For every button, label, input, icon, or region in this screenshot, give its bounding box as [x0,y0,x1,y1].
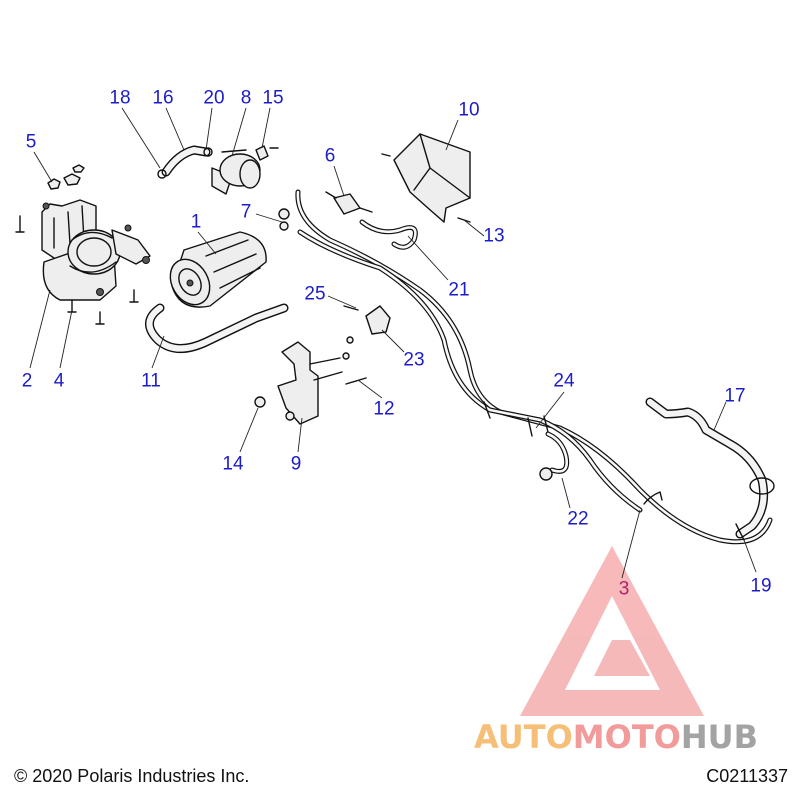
part-21-hose [359,219,418,250]
part-6-valve [325,153,391,215]
callout-19: 19 [750,575,772,597]
callout-8: 8 [240,87,252,109]
callout-15: 15 [262,87,284,109]
leader-lines [29,107,757,579]
watermark-auto: AUTO [474,718,573,756]
part-11-hose [145,303,289,353]
callout-13: 13 [483,225,505,247]
callout-20: 20 [203,87,225,109]
part-24-lines [295,189,773,545]
callout-25: 25 [304,283,326,305]
callout-1: 1 [190,211,202,233]
part-4-screws [15,215,139,325]
callout-22: 22 [567,508,589,530]
callout-2: 2 [21,370,33,392]
callout-16: 16 [152,87,174,109]
callout-3: 3 [618,578,630,600]
callout-18: 18 [109,87,131,109]
watermark-hub: HUB [680,718,759,756]
callout-7: 7 [240,201,252,223]
callout-14: 14 [222,453,244,475]
part-10-shield [393,133,471,223]
part-2-bracket [41,199,151,301]
callout-12: 12 [373,398,395,420]
callout-11: 11 [141,370,161,392]
callout-6: 6 [324,145,336,167]
part-8-filter [211,149,261,195]
watermark-moto: MOTO [572,718,681,756]
part-7-nuts [278,208,290,231]
callout-17: 17 [724,385,746,407]
part-1-canister [169,231,267,308]
watermark-logo [520,546,704,716]
part-5-clips [47,164,85,190]
watermark-text: AUTOMOTOHUB [474,718,758,756]
copyright-text: © 2020 Polaris Industries Inc. [14,766,250,786]
callout-23: 23 [403,349,425,371]
callout-4: 4 [53,370,65,392]
callout-5: 5 [25,131,37,153]
callout-21: 21 [448,279,470,301]
part-22-hose [539,431,570,481]
part-17-hose [645,397,775,541]
diagram-code: C0211337 [706,766,788,786]
part-9-bracket [277,336,367,425]
part-3-clamp [643,491,663,505]
part-14-nut [254,396,295,421]
part-23-clip [343,305,391,335]
callout-10: 10 [458,99,480,121]
callout-24: 24 [553,370,575,392]
callout-9: 9 [290,453,302,475]
part-16-hose [157,145,213,179]
part-15-clip [255,145,279,161]
